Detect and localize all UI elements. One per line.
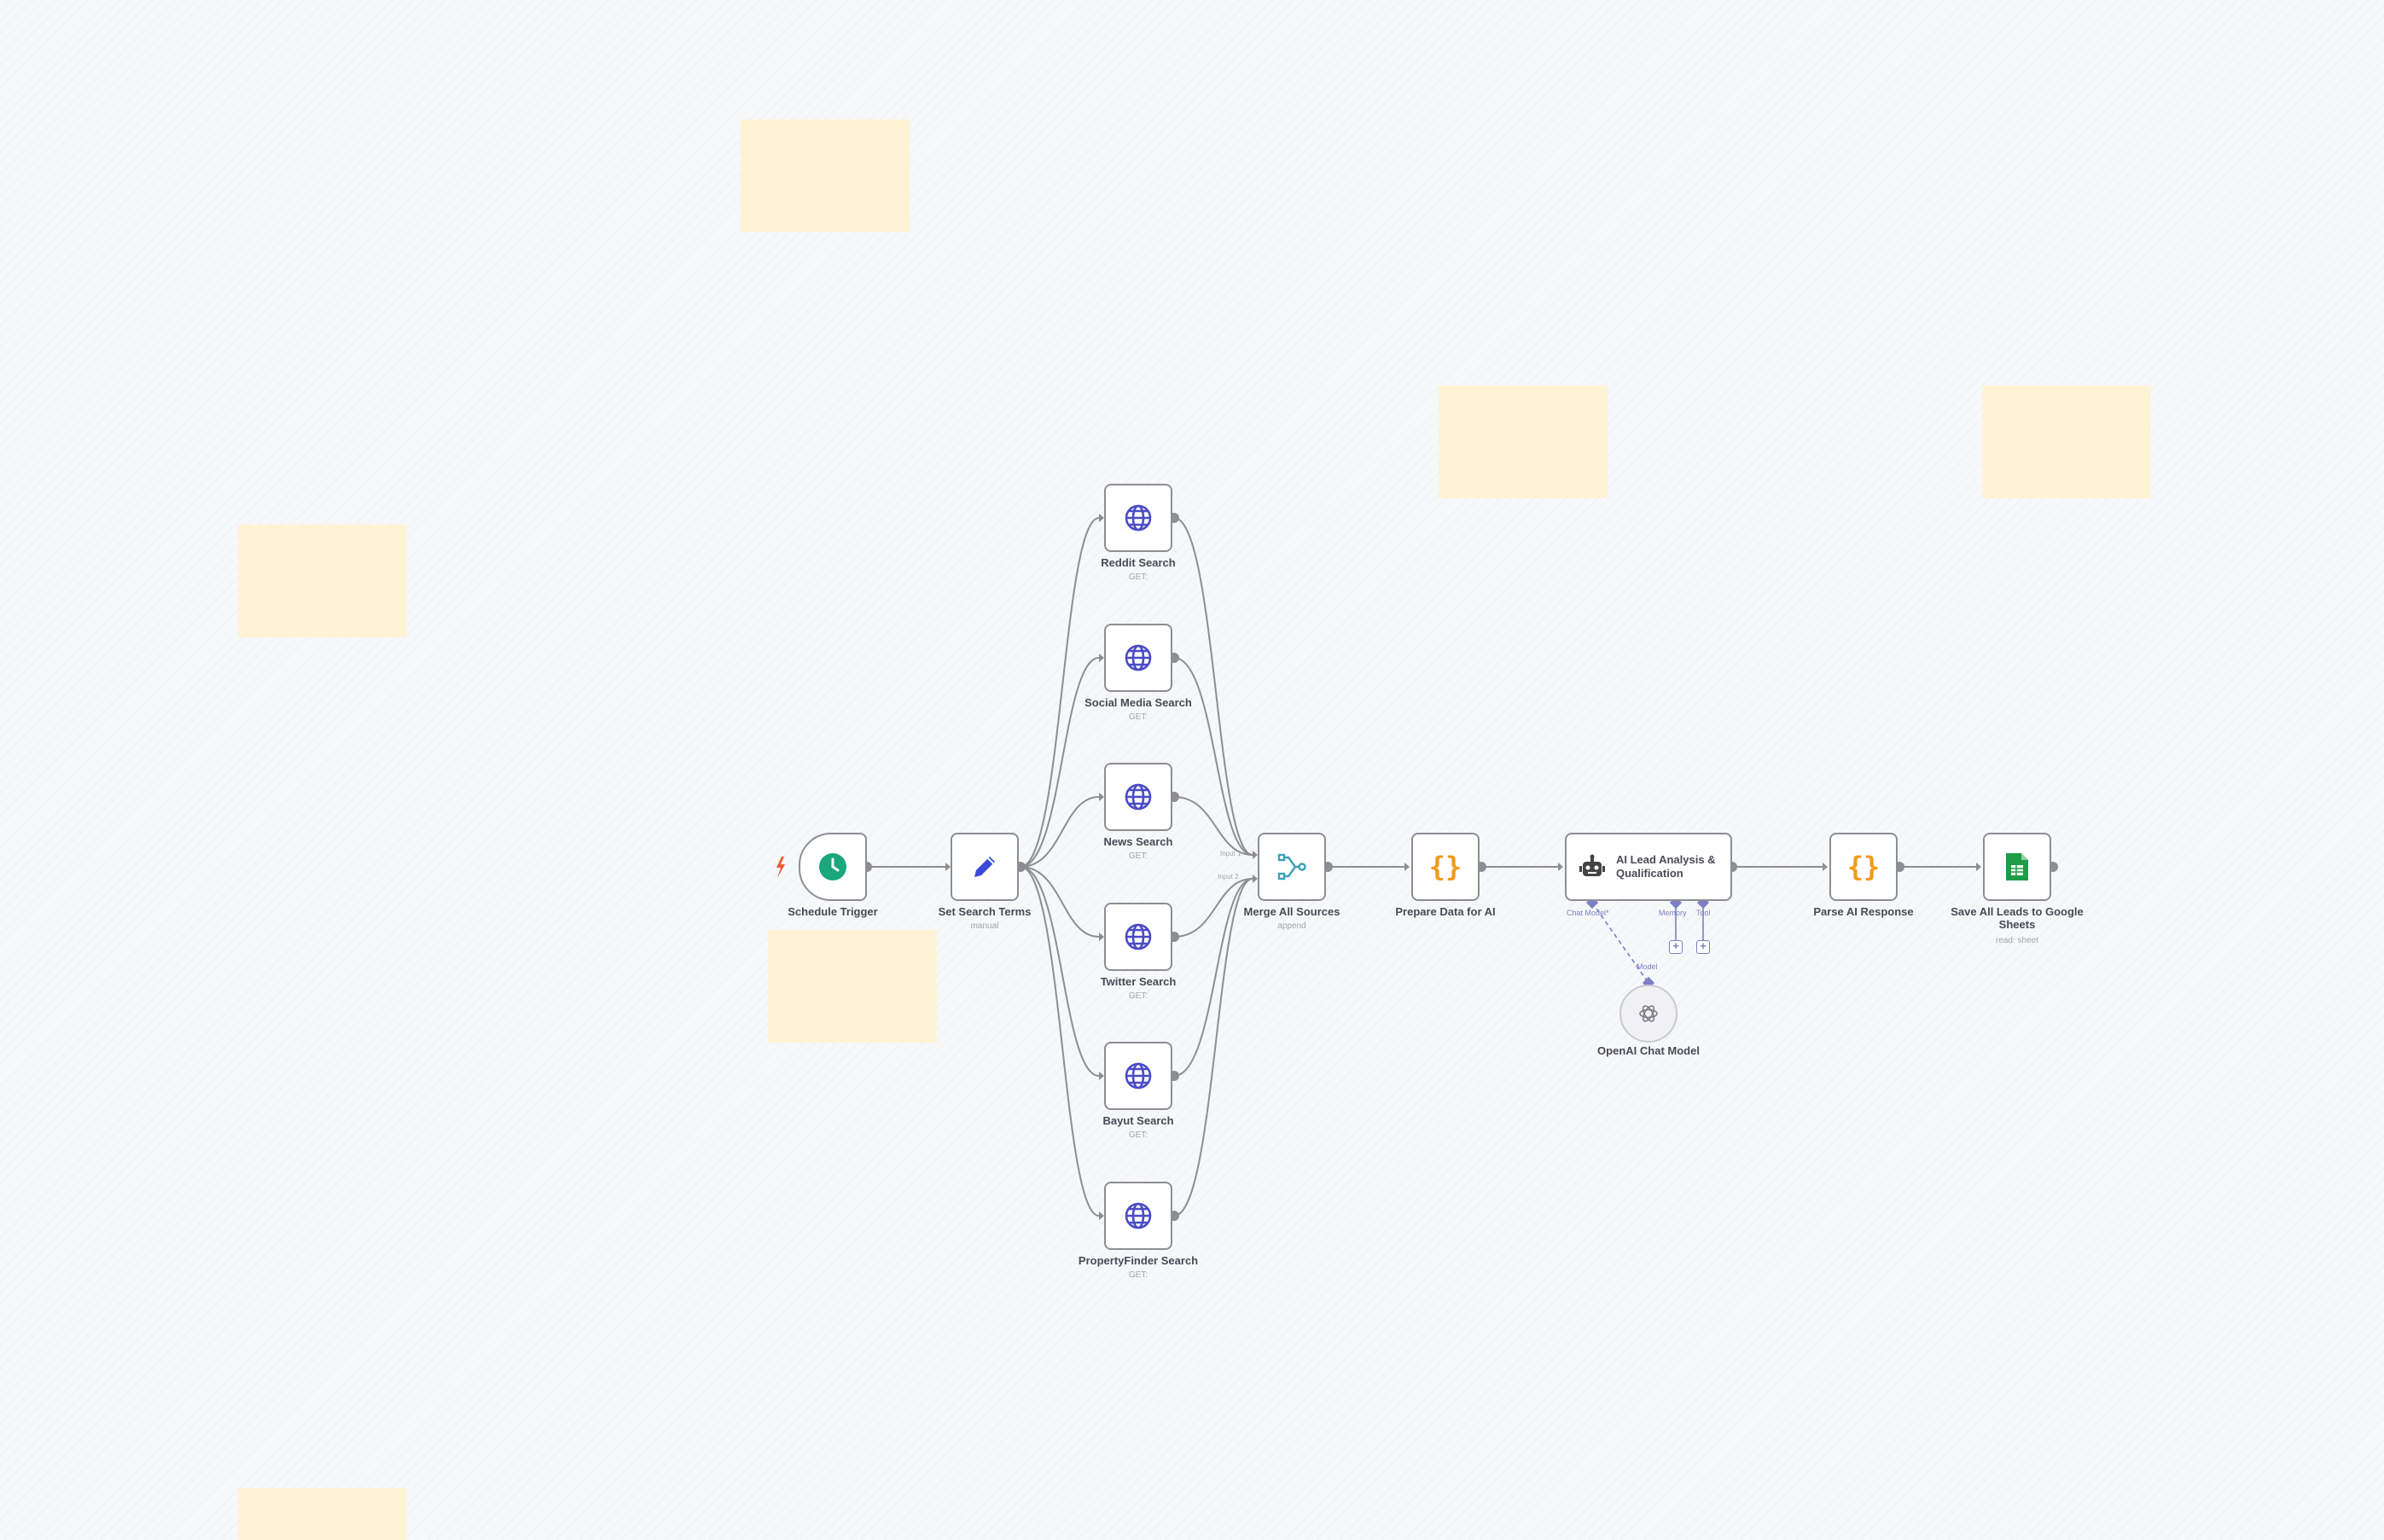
node-subtitle: GET: [1128, 991, 1148, 1001]
node-subtitle: GET: [1128, 572, 1148, 582]
port-label-model: Model [1637, 962, 1658, 971]
node-openai-chat-model[interactable] [1619, 985, 1678, 1043]
sticky-note[interactable] [238, 525, 407, 637]
node-social-media-search[interactable] [1104, 624, 1172, 692]
input-label: Input 1 [1220, 850, 1241, 857]
node-label: News Search [1103, 835, 1173, 848]
sticky-note[interactable] [768, 930, 937, 1043]
port-label-chat-model: Chat Model* [1567, 909, 1609, 917]
connection [1020, 866, 1100, 1217]
node-label: AI Lead Analysis & Qualification [1616, 853, 1716, 880]
robot-icon [1579, 854, 1605, 876]
input-label: Input 2 [1218, 873, 1239, 880]
globe-icon [1125, 1062, 1152, 1090]
globe-icon [1125, 504, 1152, 532]
node-parse-ai-response[interactable]: {} [1829, 833, 1898, 901]
connection [1173, 878, 1253, 1217]
add-tool-button[interactable]: + [1696, 940, 1710, 954]
globe-icon [1125, 923, 1152, 950]
openai-icon [1639, 1005, 1658, 1022]
globe-icon [1125, 1202, 1152, 1229]
node-label: Schedule Trigger [788, 905, 878, 918]
node-label: Set Search Terms [938, 905, 1032, 918]
port-label-memory: Memory [1659, 909, 1687, 917]
node-save-google-sheets[interactable] [1983, 833, 2051, 901]
sticky-note[interactable] [238, 1488, 407, 1540]
sticky-note[interactable] [1982, 386, 2151, 498]
globe-icon [1125, 783, 1152, 811]
node-subtitle: append [1277, 921, 1306, 931]
connection [1020, 866, 1100, 1077]
add-memory-button[interactable]: + [1669, 940, 1683, 954]
node-label: Parse AI Response [1813, 905, 1914, 918]
node-subtitle: GET: [1128, 712, 1148, 722]
node-news-search[interactable] [1104, 763, 1172, 831]
connection [1020, 517, 1100, 868]
port-label-tool: Tool [1696, 909, 1711, 917]
ai-connection [1591, 902, 1649, 984]
node-subtitle: read: sheet [1995, 936, 2039, 945]
node-reddit-search[interactable] [1104, 484, 1172, 552]
sticky-note[interactable] [741, 119, 910, 232]
node-subtitle: manual [970, 921, 999, 931]
node-label: OpenAI Chat Model [1597, 1044, 1700, 1057]
node-set-search-terms[interactable] [951, 833, 1019, 901]
merge-icon [1277, 853, 1306, 880]
globe-icon [1125, 644, 1152, 671]
connection [1020, 796, 1100, 868]
google-sheets-icon [2006, 853, 2028, 880]
node-twitter-search[interactable] [1104, 903, 1172, 971]
node-label: Prepare Data for AI [1395, 905, 1496, 918]
node-label: Reddit Search [1101, 556, 1176, 569]
node-label: Bayut Search [1102, 1114, 1174, 1127]
connection [1173, 517, 1253, 856]
sticky-note[interactable] [1439, 386, 1608, 498]
node-label: Save All Leads to Google Sheets [1951, 905, 2084, 931]
connection [1173, 878, 1253, 1077]
node-label: PropertyFinder Search [1078, 1254, 1199, 1267]
node-schedule-trigger[interactable] [799, 833, 867, 901]
connection [1020, 657, 1100, 868]
node-prepare-data-for-ai[interactable]: {} [1411, 833, 1480, 901]
pencil-icon [974, 857, 995, 877]
code-braces-icon: {} [1428, 851, 1462, 883]
node-subtitle: GET: [1128, 851, 1148, 861]
connection [1173, 657, 1253, 856]
node-subtitle: GET: [1128, 1270, 1148, 1280]
node-propertyfinder-search[interactable] [1104, 1182, 1172, 1250]
connection [1173, 796, 1253, 856]
clock-icon [819, 853, 846, 880]
node-merge-all-sources[interactable] [1258, 833, 1326, 901]
connection [1020, 866, 1100, 938]
node-label: Merge All Sources [1243, 905, 1340, 918]
node-subtitle: GET: [1128, 1130, 1148, 1140]
node-ai-lead-analysis[interactable]: AI Lead Analysis & Qualification [1565, 833, 1732, 901]
node-bayut-search[interactable] [1104, 1042, 1172, 1110]
code-braces-icon: {} [1846, 851, 1881, 883]
node-label: Social Media Search [1084, 696, 1192, 709]
node-label: Twitter Search [1100, 975, 1177, 988]
connection [1173, 878, 1253, 938]
trigger-bolt-icon [776, 857, 785, 878]
